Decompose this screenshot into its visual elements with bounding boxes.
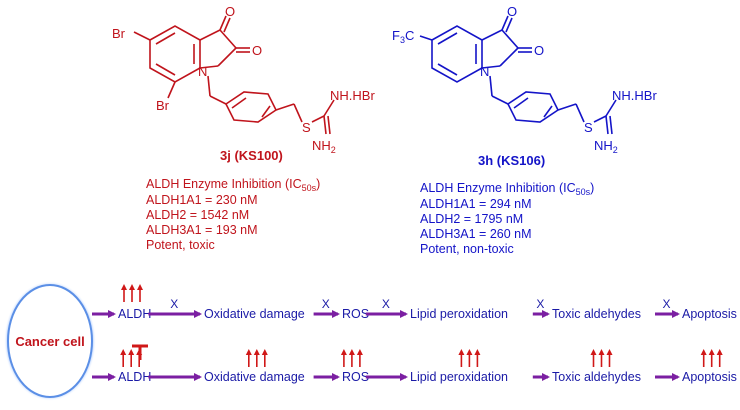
assay-value-aldh1a1: ALDH1A1 = 230 nM — [146, 193, 258, 207]
compound-3h-structure — [419, 15, 617, 135]
up-arrows-icon — [700, 349, 723, 367]
up-arrows-icon — [245, 349, 268, 367]
pathway-node-aldh: ALDH — [118, 370, 151, 384]
block-mark: X — [382, 297, 390, 311]
inhibition-icon — [132, 344, 148, 360]
amine-bottom: NH2 — [312, 138, 336, 155]
pathway-node-lipid-peroxidation: Lipid peroxidation — [410, 307, 508, 321]
ring-n: N — [480, 64, 489, 79]
ring-n: N — [198, 64, 207, 79]
pathway-node-ros: ROS — [342, 307, 369, 321]
compound-3h-name: 3h (KS106) — [478, 153, 545, 168]
assay-note: Potent, non-toxic — [420, 242, 514, 256]
assay-value-aldh2: ALDH2 = 1795 nM — [420, 212, 523, 226]
compound-3j-structure — [133, 15, 335, 135]
amine-bottom: NH2 — [594, 138, 618, 155]
assay-value-aldh3a1: ALDH3A1 = 260 nM — [420, 227, 532, 241]
top-row: ALDH Oxidative damage ROS Lipid peroxidatio… — [92, 284, 737, 321]
assay-note: Potent, toxic — [146, 238, 215, 252]
thio-s: S — [584, 120, 593, 135]
carbonyl-o-right: O — [534, 43, 544, 58]
amine-top: NH.HBr — [330, 88, 375, 103]
compound-3h-atom-labels: F3C O O N S NH.HBr NH2 — [392, 4, 657, 155]
bottom-row: ALDH Oxidative damage ROS Lipid peroxidatio… — [92, 344, 737, 384]
pathway-node-toxic-aldehydes: Toxic aldehydes — [552, 307, 641, 321]
up-arrows-icon — [458, 349, 481, 367]
cancer-cell: Cancer cell — [4, 281, 96, 401]
thio-s: S — [302, 120, 311, 135]
amine-top: NH.HBr — [612, 88, 657, 103]
compound-3j-assay: ALDH Enzyme Inhibition (IC50s) ALDH1A1 =… — [146, 177, 320, 252]
assay-title: ALDH Enzyme Inhibition (IC50s) — [420, 181, 594, 197]
block-mark: X — [662, 297, 670, 311]
assay-value-aldh1a1: ALDH1A1 = 294 nM — [420, 197, 532, 211]
cancer-cell-ring — [7, 284, 93, 398]
pathway-node-oxidative-damage: Oxidative damage — [204, 307, 305, 321]
block-mark: X — [170, 297, 178, 311]
assay-value-aldh2: ALDH2 = 1542 nM — [146, 208, 249, 222]
carbonyl-o-right: O — [252, 43, 262, 58]
carbonyl-o-top: O — [225, 4, 235, 19]
cancer-cell-label: Cancer cell — [15, 334, 84, 349]
compound-3h-assay: ALDH Enzyme Inhibition (IC50s) ALDH1A1 =… — [420, 181, 594, 256]
pathway-node-aldh: ALDH — [118, 307, 151, 321]
compound-3j-atom-labels: Br Br O O N S NH.HBr NH2 — [112, 4, 375, 155]
compound-3j-name: 3j (KS100) — [220, 148, 283, 163]
pathway-node-lipid-peroxidation: Lipid peroxidation — [410, 370, 508, 384]
pathway-node-apoptosis: Apoptosis — [682, 307, 737, 321]
substituent-cf3: F3C — [392, 28, 414, 45]
up-arrows-icon — [340, 349, 363, 367]
block-mark: X — [536, 297, 544, 311]
assay-value-aldh3a1: ALDH3A1 = 193 nM — [146, 223, 258, 237]
substituent-br-top: Br — [112, 26, 126, 41]
block-mark: X — [322, 297, 330, 311]
assay-title: ALDH Enzyme Inhibition (IC50s) — [146, 177, 320, 193]
pathway-node-apoptosis: Apoptosis — [682, 370, 737, 384]
pathway-node-ros: ROS — [342, 370, 369, 384]
up-arrows-icon — [121, 284, 143, 302]
substituent-br-bottom: Br — [156, 98, 170, 113]
up-arrows-icon — [590, 349, 613, 367]
pathway-node-oxidative-damage: Oxidative damage — [204, 370, 305, 384]
carbonyl-o-top: O — [507, 4, 517, 19]
pathway-node-toxic-aldehydes: Toxic aldehydes — [552, 370, 641, 384]
